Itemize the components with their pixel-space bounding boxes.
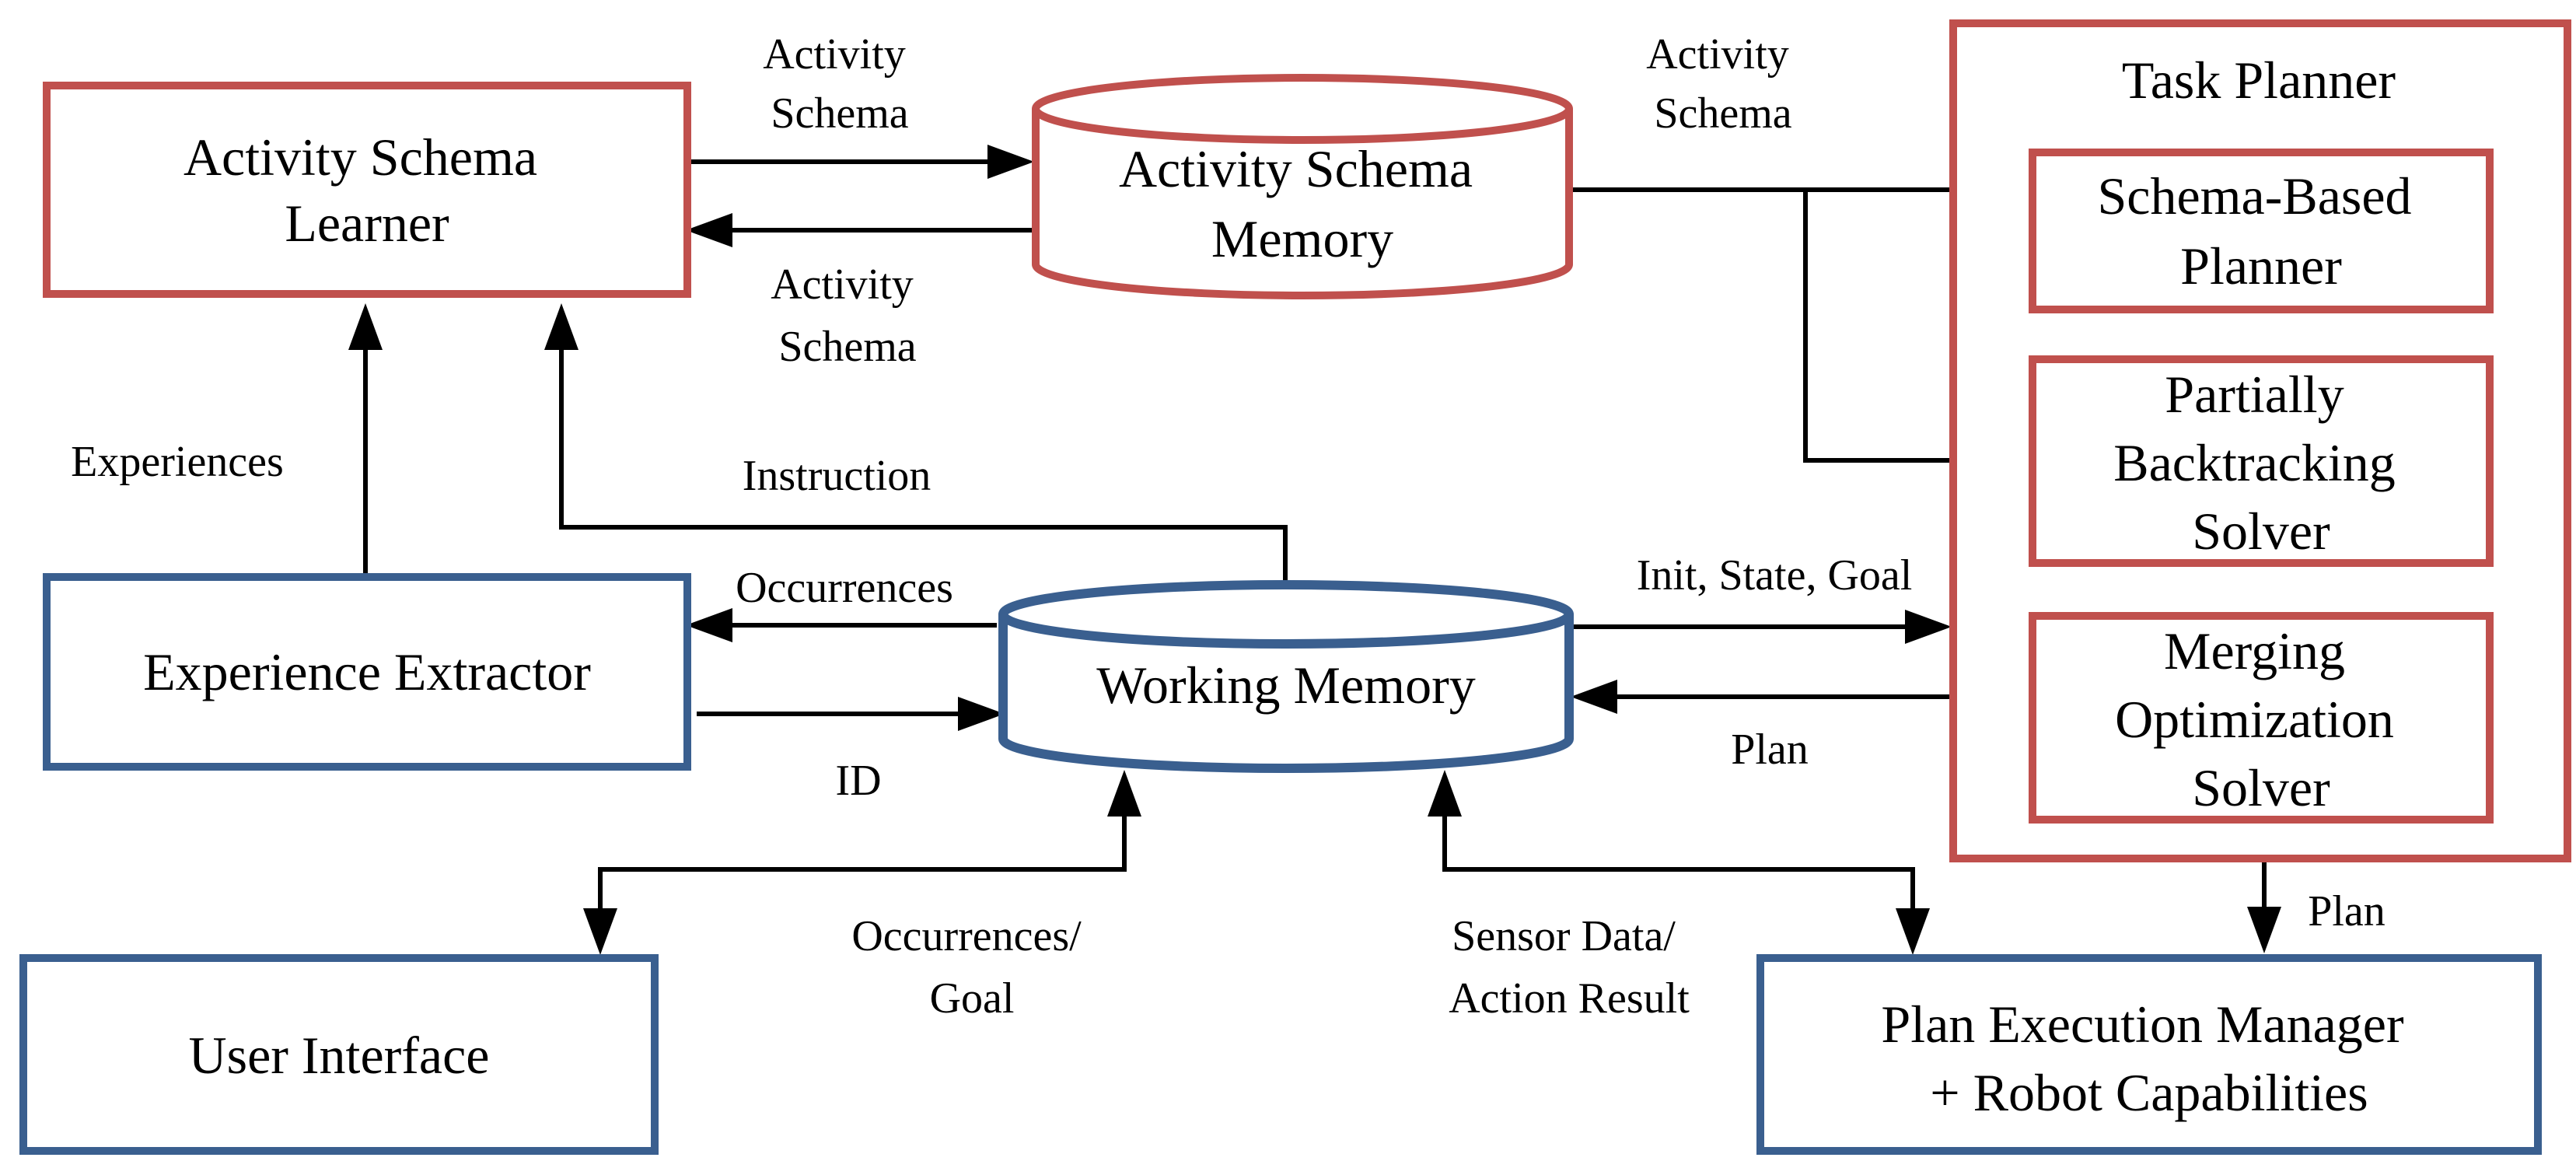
label-merging-optimization-solver: Merging Optimization Solver (2115, 621, 2407, 817)
arrowhead-extractor-to-wm (958, 697, 1005, 731)
arrowhead-planner-to-wm (1571, 680, 1617, 714)
edge-label-learner-to-memory: Activity Schema (763, 30, 917, 138)
edge-label-pem-wm: Sensor Data/ Action Result (1449, 912, 1690, 1023)
node-schema-based-planner: Schema-Based Planner (2029, 149, 2494, 313)
arrowhead-learner-to-memory (987, 145, 1034, 179)
edge-label-memory-to-planner: Activity Schema (1646, 30, 1800, 138)
edge-label-planner-to-wm: Plan (1731, 726, 1809, 774)
edge-memory-to-backtracking (1803, 190, 1991, 463)
cylinder-body-activity-schema-memory (1032, 109, 1573, 299)
node-plan-execution-manager: Plan Execution Manager + Robot Capabilit… (1756, 954, 2542, 1155)
edge-label-memory-to-learner: Activity Schema (771, 261, 924, 371)
edge-pem-wm (1442, 809, 1915, 918)
edge-label-ui-wm: Occurrences/ Goal (851, 912, 1092, 1023)
box-experience-extractor (43, 573, 691, 771)
cylinder-top-activity-schema-memory (1032, 74, 1573, 144)
edge-wm-to-learner (559, 342, 1288, 595)
arrowhead-planner-to-pem (2247, 907, 2281, 953)
edge-label-extractor-to-learner: Experiences (71, 438, 284, 486)
node-merging-optimization-solver: Merging Optimization Solver (2029, 612, 2494, 824)
arrowhead-ui-wm-down (583, 908, 617, 955)
box-plan-execution-manager (1756, 954, 2542, 1155)
edge-label-wm-to-learner: Instruction (743, 452, 931, 500)
node-activity-schema-learner: Activity Schema Learner (43, 82, 691, 298)
box-partially-backtracking-solver (2029, 355, 2494, 567)
label-plan-execution-manager: Plan Execution Manager + Robot Capabilit… (1881, 995, 2417, 1122)
arrowhead-wm-to-learner (544, 303, 578, 350)
edge-label-wm-to-planner: Init, State, Goal (1637, 551, 1913, 600)
cylinder-top-working-memory (998, 580, 1574, 649)
arrowhead-wm-to-planner (1905, 610, 1952, 644)
label-activity-schema-learner: Activity Schema Learner (184, 128, 551, 253)
nodes: Activity Schema Learner Activity Schema … (19, 19, 2571, 1155)
arrowhead-ui-wm-up (1107, 770, 1141, 817)
edge-label-planner-to-pem: Plan (2308, 887, 2386, 935)
box-user-interface (19, 954, 659, 1155)
node-activity-schema-memory: Activity Schema Memory (1032, 74, 1573, 299)
label-user-interface: User Interface (189, 1026, 490, 1085)
arrowhead-pem-wm-down (1896, 908, 1930, 955)
label-schema-based-planner: Schema-Based Planner (2097, 166, 2424, 295)
node-working-memory: Working Memory (998, 580, 1574, 773)
node-user-interface: User Interface (19, 954, 659, 1155)
edge-label-wm-to-extractor: Occurrences (736, 564, 953, 612)
node-partially-backtracking-solver: Partially Backtracking Solver (2029, 355, 2494, 567)
node-experience-extractor: Experience Extractor (43, 573, 691, 771)
edge-ui-wm (598, 809, 1127, 918)
label-working-memory: Working Memory (1096, 656, 1475, 715)
box-schema-based-planner (2029, 149, 2494, 313)
edge-label-extractor-to-wm: ID (835, 757, 881, 805)
arrowhead-wm-to-extractor (686, 608, 732, 642)
label-experience-extractor: Experience Extractor (143, 642, 591, 701)
box-activity-schema-learner (43, 82, 691, 298)
arrowhead-extractor-to-learner (348, 303, 383, 350)
cylinder-body-working-memory (998, 614, 1574, 773)
label-partially-backtracking-solver: Partially Backtracking Solver (2113, 365, 2409, 561)
edge-labels: Activity Schema Activity Schema Activity… (71, 30, 2386, 1023)
label-activity-schema-memory: Activity Schema Memory (1119, 139, 1486, 268)
box-merging-optimization-solver (2029, 612, 2494, 824)
arrowhead-pem-wm-up (1428, 770, 1462, 817)
label-task-planner: Task Planner (2122, 51, 2396, 110)
arrowhead-memory-to-learner (686, 213, 732, 247)
